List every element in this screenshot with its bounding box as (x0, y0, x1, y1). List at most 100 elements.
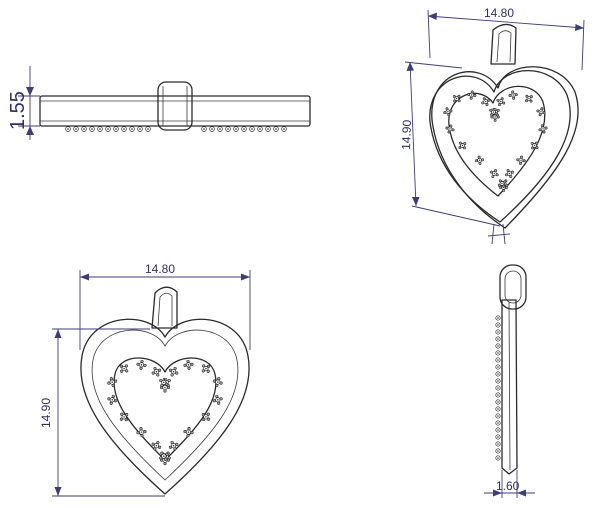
gem-center (478, 156, 480, 158)
gem-center (171, 374, 173, 376)
gem-center (205, 367, 207, 370)
gem-center (503, 102, 505, 104)
gem-center (161, 384, 163, 386)
gem-center (526, 95, 528, 97)
gem-center (499, 180, 501, 182)
gem-center (471, 91, 473, 93)
gem-center (140, 364, 143, 366)
gem-center (501, 182, 503, 185)
gem-center (503, 190, 504, 191)
gem-center (497, 331, 499, 333)
gem-center (165, 379, 167, 380)
gem-center (267, 128, 269, 130)
gem-center (139, 128, 141, 130)
gem-center (464, 143, 466, 144)
gem-center (112, 385, 114, 386)
gem-center (497, 415, 499, 417)
gem-center (493, 172, 495, 175)
dimension-front-height: 14.90 (39, 328, 165, 497)
gem-center (141, 435, 143, 437)
gem-center (448, 114, 450, 116)
gem-center (506, 184, 508, 186)
gem-center (115, 400, 117, 402)
top-view-gem-row (65, 126, 287, 132)
gem-center (490, 109, 492, 111)
gem-center (485, 100, 487, 103)
gem-center (163, 381, 165, 384)
gem-center (125, 365, 127, 367)
gem-center (444, 112, 446, 113)
gem-center (187, 364, 190, 366)
gem-center (120, 418, 122, 420)
gem-center (468, 94, 469, 95)
gem-center (497, 408, 499, 410)
gem-center (216, 385, 218, 386)
gem-center (121, 413, 123, 415)
gem-center (115, 380, 117, 382)
gem-center (520, 163, 521, 164)
gem-center (154, 368, 156, 369)
gem-center (539, 114, 541, 116)
gem-center (454, 100, 455, 102)
gem-center (539, 129, 541, 131)
gem-center (123, 367, 125, 370)
gem-center (470, 97, 472, 99)
gem-center (499, 187, 501, 188)
gem-center (497, 380, 499, 382)
gem-center (160, 457, 162, 459)
gem-center (497, 352, 499, 354)
gem-center (512, 91, 514, 93)
gem-center (203, 128, 205, 130)
gem-center (140, 431, 143, 433)
gem-center (513, 97, 514, 99)
gem-center (243, 128, 245, 130)
gem-center (497, 116, 499, 118)
dim-side-thickness-label: 1.60 (496, 479, 520, 493)
gem-center (176, 372, 178, 374)
gem-center (486, 104, 488, 105)
gem-center (219, 128, 221, 130)
gem-center (520, 159, 522, 161)
gem-center (458, 95, 460, 97)
gem-center (121, 370, 123, 372)
gem-center (530, 100, 532, 102)
gem-center (123, 128, 125, 130)
gem-center (283, 128, 285, 130)
gem-center (176, 443, 178, 445)
gem-center (184, 431, 186, 433)
gem-center (446, 127, 448, 129)
gem-center (464, 147, 465, 149)
gem-center (220, 382, 222, 384)
gem-center (174, 368, 176, 369)
gem-center (447, 111, 449, 113)
gem-center (251, 128, 253, 130)
gem-center (497, 429, 499, 431)
gem-center (165, 458, 167, 460)
isometric-view (429, 23, 579, 229)
gem-center (506, 174, 507, 176)
gem-center (504, 181, 506, 183)
gem-center (187, 431, 190, 433)
dimension-iso-width: 14.80 (427, 6, 585, 71)
gem-center (479, 163, 481, 164)
gem-center (235, 128, 237, 130)
gem-center (159, 369, 161, 371)
gem-center (172, 444, 175, 447)
gem-center (164, 463, 166, 465)
gem-center (497, 324, 499, 326)
gem-center (110, 378, 112, 380)
gem-center (458, 100, 460, 102)
gem-center (161, 452, 163, 454)
gem-center (191, 363, 193, 365)
gem-center (227, 128, 229, 130)
gem-center (166, 453, 168, 455)
gem-center (168, 457, 170, 459)
side-gem-column (495, 315, 501, 461)
gem-center (203, 365, 205, 367)
gem-center (497, 366, 499, 368)
gem-center (187, 435, 189, 437)
gem-center (543, 112, 545, 114)
gem-center (154, 448, 156, 450)
gem-center (159, 446, 161, 448)
